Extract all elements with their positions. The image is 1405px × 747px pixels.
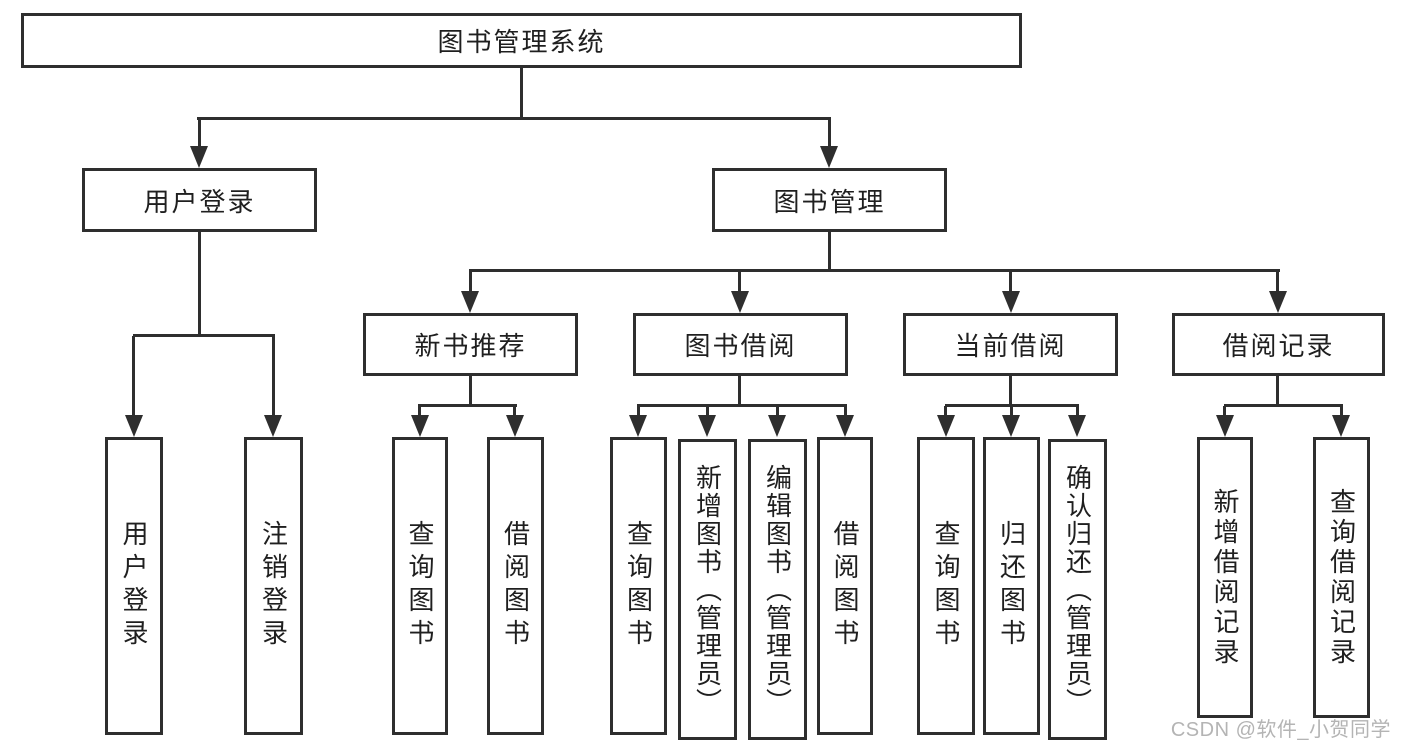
connector-bb-stem-4	[844, 406, 847, 418]
leaf-bb-query-books: 查询图书	[610, 437, 667, 735]
leaf-nb-query-books: 查询图书	[392, 437, 448, 735]
arrowhead-rec-add	[1216, 415, 1234, 437]
connector-l3-stem-3	[1009, 271, 1012, 294]
connector-newbook-right-stem	[513, 406, 516, 418]
node-borrow-records: 借阅记录	[1172, 313, 1385, 376]
connector-userlogin-left-stem	[132, 336, 135, 417]
connector-root-stem	[520, 68, 523, 119]
connector-root-left-stem	[198, 119, 201, 149]
leaf-logout: 注销登录	[244, 437, 303, 735]
node-user-login-label: 用户登录	[143, 186, 256, 217]
connector-cb-stem-3	[1076, 406, 1079, 418]
node-new-book-recommend: 新书推荐	[363, 313, 578, 376]
node-borrow-records-label: 借阅记录	[1222, 331, 1335, 361]
connector-userlogin-bar	[133, 334, 275, 337]
connector-bookmgmt-bar	[469, 269, 1280, 272]
leaf-nb-borrow-books-label: 借阅图书	[500, 520, 531, 652]
leaf-cb-query-books: 查询图书	[917, 437, 975, 735]
arrowhead-leaf-user-login	[125, 415, 143, 437]
arrowhead-bb-edit	[768, 415, 786, 437]
arrowhead-borrow-records	[1269, 291, 1287, 313]
arrowhead-leaf-logout	[264, 415, 282, 437]
leaf-user-login: 用户登录	[105, 437, 163, 735]
arrowhead-cb-query	[937, 415, 955, 437]
connector-newbook-bar	[418, 404, 517, 407]
connector-currentborrow-bar	[945, 404, 1079, 407]
leaf-bb-borrow-books: 借阅图书	[817, 437, 873, 735]
connector-bb-stem-2	[706, 406, 709, 418]
arrowhead-cb-return	[1002, 415, 1020, 437]
connector-bookmgmt-stem	[828, 232, 831, 270]
leaf-bb-borrow-books-label: 借阅图书	[830, 520, 860, 652]
node-book-management: 图书管理	[712, 168, 947, 232]
connector-newbook-left-stem	[418, 406, 421, 418]
arrowhead-nb-query	[411, 415, 429, 437]
arrowhead-current-borrow	[1002, 291, 1020, 313]
arrowhead-book-management	[820, 146, 838, 168]
leaf-cb-query-books-label: 查询图书	[931, 520, 961, 652]
leaf-cb-confirm-return-admin-label: 确认归还（管理员）	[1062, 463, 1093, 716]
leaf-rec-query-record-label: 查询借阅记录	[1326, 487, 1357, 668]
node-current-borrow: 当前借阅	[903, 313, 1118, 376]
leaf-bb-edit-books-admin-label: 编辑图书（管理员）	[762, 463, 793, 716]
leaf-cb-return-books-label: 归还图书	[996, 520, 1027, 652]
arrowhead-book-borrow	[731, 291, 749, 313]
node-library-system-label: 图书管理系统	[437, 27, 606, 57]
connector-cb-stem-1	[944, 406, 947, 418]
leaf-bb-edit-books-admin: 编辑图书（管理员）	[748, 439, 807, 740]
arrowhead-nb-borrow	[506, 415, 524, 437]
connector-userlogin-stem	[198, 232, 201, 337]
connector-cb-stem-2	[1010, 406, 1013, 418]
leaf-bb-query-books-label: 查询图书	[623, 520, 654, 652]
connector-currentborrow-stem	[1009, 376, 1012, 406]
arrowhead-rec-query	[1332, 415, 1350, 437]
arrowhead-bb-query	[629, 415, 647, 437]
connector-l3-stem-1	[469, 271, 472, 294]
leaf-cb-confirm-return-admin: 确认归还（管理员）	[1048, 439, 1107, 740]
node-book-management-label: 图书管理	[773, 186, 886, 217]
arrowhead-cb-confirm	[1068, 415, 1086, 437]
leaf-bb-add-books-admin: 新增图书（管理员）	[678, 439, 737, 740]
connector-bb-stem-1	[637, 406, 640, 418]
leaf-rec-add-record: 新增借阅记录	[1197, 437, 1253, 718]
connector-root-right-stem	[828, 119, 831, 149]
connector-bb-stem-3	[776, 406, 779, 418]
node-library-system: 图书管理系统	[21, 13, 1022, 68]
connector-newbook-stem	[469, 376, 472, 406]
connector-bookborrow-stem	[738, 376, 741, 406]
connector-l3-stem-2	[738, 271, 741, 294]
connector-records-bar	[1224, 404, 1343, 407]
arrowhead-user-login	[190, 146, 208, 168]
connector-l3-stem-4	[1276, 271, 1279, 294]
connector-records-stem	[1276, 376, 1279, 406]
csdn-watermark: CSDN @软件_小贺同学	[1170, 719, 1391, 741]
connector-userlogin-right-stem	[272, 336, 275, 417]
node-current-borrow-label: 当前借阅	[954, 331, 1067, 361]
node-user-login: 用户登录	[82, 168, 317, 232]
leaf-bb-add-books-admin-label: 新增图书（管理员）	[692, 463, 723, 716]
leaf-cb-return-books: 归还图书	[983, 437, 1040, 735]
leaf-nb-borrow-books: 借阅图书	[487, 437, 544, 735]
leaf-rec-query-record: 查询借阅记录	[1313, 437, 1370, 718]
arrowhead-new-book	[461, 291, 479, 313]
leaf-user-login-label: 用户登录	[119, 520, 149, 652]
leaf-nb-query-books-label: 查询图书	[405, 520, 435, 652]
connector-bookborrow-bar	[637, 404, 847, 407]
leaf-logout-label: 注销登录	[258, 520, 289, 652]
connector-root-bar	[197, 117, 831, 120]
leaf-rec-add-record-label: 新增借阅记录	[1210, 487, 1240, 668]
node-book-borrow: 图书借阅	[633, 313, 848, 376]
connector-rec-stem-2	[1340, 406, 1343, 418]
connector-rec-stem-1	[1223, 406, 1226, 418]
node-book-borrow-label: 图书借阅	[684, 331, 797, 361]
arrowhead-bb-add	[698, 415, 716, 437]
arrowhead-bb-borrow	[836, 415, 854, 437]
node-new-book-recommend-label: 新书推荐	[414, 331, 527, 361]
